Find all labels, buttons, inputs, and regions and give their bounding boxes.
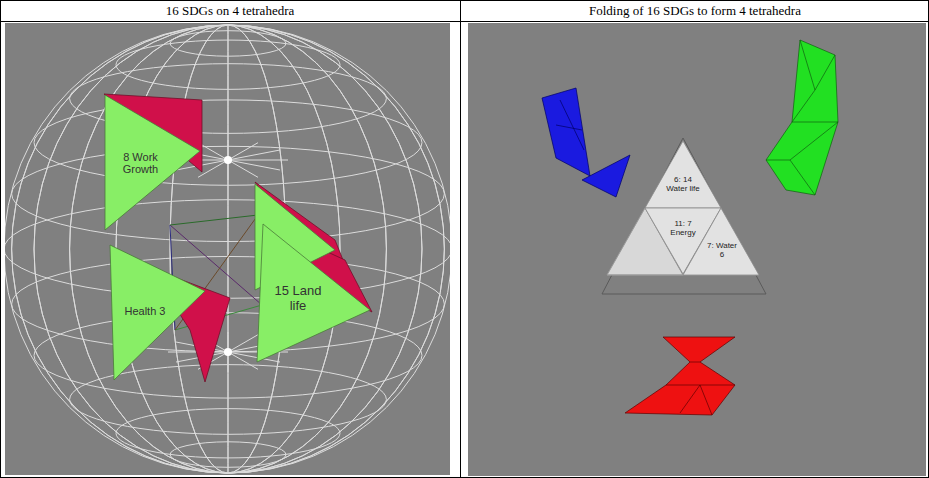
face-label: 11: 7 Energy (663, 220, 703, 238)
right-panel (468, 23, 926, 476)
header-label: Folding of 16 SDGs to form 4 tetrahedra (461, 3, 929, 19)
table-rule (0, 21, 929, 22)
green-face: Health 3 (108, 243, 208, 383)
face-label: 8 Work Growth (113, 151, 168, 176)
face-label: Health 3 (120, 305, 170, 317)
net-outline (602, 138, 766, 294)
blue-net (542, 88, 630, 197)
face-label: 7: Water 6 (705, 242, 739, 260)
green-face: 15 Land life (255, 222, 373, 364)
red-net (625, 337, 735, 415)
pole-dot (224, 156, 232, 164)
sphere-wireframe (5, 25, 450, 473)
table-rule (460, 0, 461, 478)
face-label: 15 Land life (273, 284, 323, 313)
header-label: 16 SDGs on 4 tetrahedra (0, 3, 460, 19)
green-net (766, 40, 838, 195)
net-face: 7: Water 6 (683, 208, 761, 276)
green-face: 8 Work Growth (103, 93, 203, 233)
triangle-outline (643, 139, 723, 210)
face-label: 6: 14 Water life (665, 176, 701, 194)
pole-dot (224, 348, 232, 356)
left-panel (5, 23, 450, 475)
net-face: 6: 14 Water life (643, 139, 723, 210)
